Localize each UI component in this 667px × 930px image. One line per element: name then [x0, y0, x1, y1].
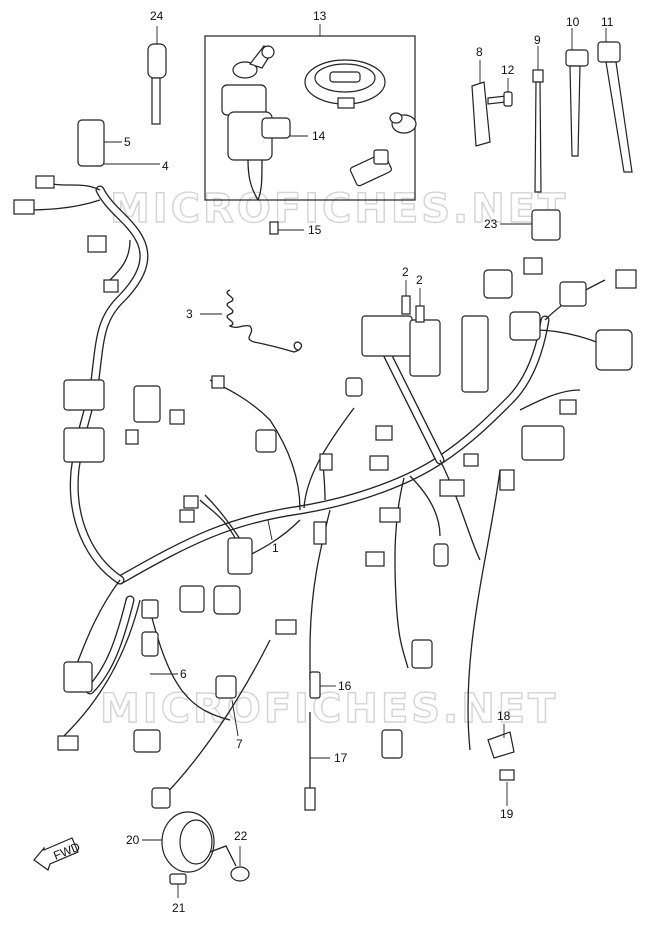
harness-main-connector — [77, 119, 105, 167]
screw-15 — [269, 221, 304, 235]
relay — [500, 209, 561, 241]
connectors — [13, 119, 637, 809]
neutral-switch — [309, 671, 321, 699]
callout-1: 1 — [272, 541, 279, 555]
seat-lock — [349, 149, 392, 187]
callouts: 24 13 14 15 5 4 8 12 9 10 11 23 2 2 3 1 … — [104, 9, 614, 915]
horn-nut — [230, 846, 250, 882]
callout-11: 11 — [601, 15, 614, 29]
harness-bracket — [471, 60, 491, 147]
callout-15: 15 — [308, 223, 322, 237]
fwd-arrow: FWD — [33, 837, 82, 871]
callout-22: 22 — [234, 829, 248, 843]
callout-19: 19 — [500, 807, 514, 821]
callout-5: 5 — [124, 135, 131, 149]
callout-2b: 2 — [416, 273, 423, 287]
callout-2a: 2 — [402, 265, 409, 279]
callout-16: 16 — [338, 679, 352, 693]
callout-9: 9 — [534, 33, 541, 47]
cable-tie-10 — [565, 28, 589, 157]
horn-bolt — [169, 873, 187, 898]
callout-24: 24 — [150, 9, 164, 23]
fwd-label: FWD — [51, 839, 82, 862]
callout-6: 6 — [180, 667, 187, 681]
callout-4: 4 — [162, 159, 169, 173]
bracket-bolt — [487, 78, 513, 107]
callout-14: 14 — [312, 129, 326, 143]
fuse-box — [361, 315, 413, 357]
callout-7: 7 — [236, 737, 243, 751]
callout-10: 10 — [566, 15, 580, 29]
callout-21: 21 — [172, 901, 186, 915]
cable-tie-11 — [597, 28, 633, 173]
cable-tie-9 — [532, 46, 544, 193]
horn — [161, 811, 237, 873]
ignition-switch — [221, 45, 308, 201]
spring-wire — [200, 289, 303, 353]
main-harness — [69, 185, 550, 695]
callout-20: 20 — [126, 833, 140, 847]
lock-cylinder — [389, 112, 417, 134]
side-stand-switch — [487, 731, 515, 759]
callout-13: 13 — [313, 9, 327, 23]
wire-17 — [304, 712, 330, 811]
part-13-lock-set-box — [204, 24, 416, 201]
callout-3: 3 — [186, 307, 193, 321]
watermark-top: MICROFICHES.NET — [110, 186, 568, 232]
callout-8: 8 — [476, 45, 483, 59]
callout-23: 23 — [484, 217, 498, 231]
watermark-bottom: MICROFICHES.NET — [100, 686, 558, 732]
callout-18: 18 — [497, 709, 511, 723]
fuel-cap — [304, 59, 386, 109]
callout-17: 17 — [334, 751, 348, 765]
callout-12: 12 — [501, 63, 515, 77]
ignition-key — [147, 26, 167, 125]
